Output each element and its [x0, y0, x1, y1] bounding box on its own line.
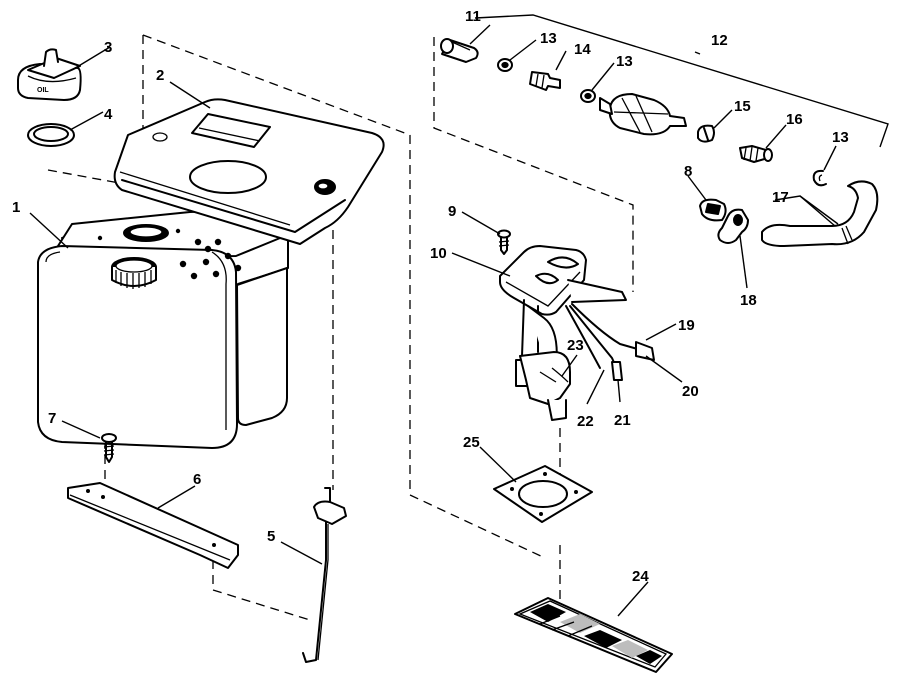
callout-15: 15: [734, 98, 751, 115]
callout-2: 2: [156, 67, 164, 84]
callout-3: 3: [104, 39, 112, 56]
fill-cap-gasket: [27, 123, 75, 147]
tank-cover: [113, 98, 385, 245]
callout-6: 6: [193, 471, 201, 488]
pickup-screw: [497, 229, 511, 255]
callout-18: 18: [740, 292, 757, 309]
hose-elbow-18: [717, 208, 749, 244]
callout-9: 9: [448, 203, 456, 220]
cap-oil-marking: OIL: [37, 87, 49, 94]
hose-clamp-13c: [812, 169, 827, 187]
warning-plate: [514, 597, 673, 673]
callout-1: 1: [12, 199, 20, 216]
callout-8: 8: [684, 163, 692, 180]
callout-25: 25: [463, 434, 480, 451]
callout-13-a: 13: [540, 30, 557, 47]
oil-tank: [37, 210, 289, 449]
oil-fill-cap: OIL: [17, 48, 82, 101]
small-clamp: [697, 124, 715, 143]
callout-13-b: 13: [616, 53, 633, 70]
primer-bulb: [599, 93, 687, 136]
callout-numbers: 1 2 3 4 5 6 7 8 9 10 11 12 13 13 13 14 1…: [12, 8, 849, 585]
callout-14: 14: [574, 41, 591, 58]
callout-24: 24: [632, 568, 649, 585]
check-valve-fitting: [529, 71, 561, 91]
callout-10: 10: [430, 245, 447, 262]
pickup-gasket: [493, 465, 593, 523]
callout-12: 12: [711, 32, 728, 49]
callout-21: 21: [614, 412, 631, 429]
hose-clamp-13a: [497, 58, 513, 72]
callout-5: 5: [267, 528, 275, 545]
callout-19: 19: [678, 317, 695, 334]
callout-13-c: 13: [832, 129, 849, 146]
callout-17: 17: [772, 189, 789, 206]
hose-connector: [440, 38, 479, 63]
callout-7: 7: [48, 410, 56, 427]
callout-11: 11: [465, 8, 481, 25]
hose-clamp-8: [699, 198, 727, 222]
callout-22: 22: [577, 413, 594, 430]
callout-23: 23: [567, 337, 584, 354]
mounting-bracket: [67, 482, 239, 569]
callout-20: 20: [682, 383, 699, 400]
hose-barb-fitting: [739, 145, 773, 163]
callout-16: 16: [786, 111, 803, 128]
callout-4: 4: [104, 106, 113, 123]
mounting-screw: [101, 433, 117, 463]
level-sender-rod: [302, 487, 347, 663]
leader-lines: [29, 14, 889, 617]
oil-pickup-assembly: [499, 245, 655, 421]
hose-clamp-13b: [580, 89, 596, 103]
